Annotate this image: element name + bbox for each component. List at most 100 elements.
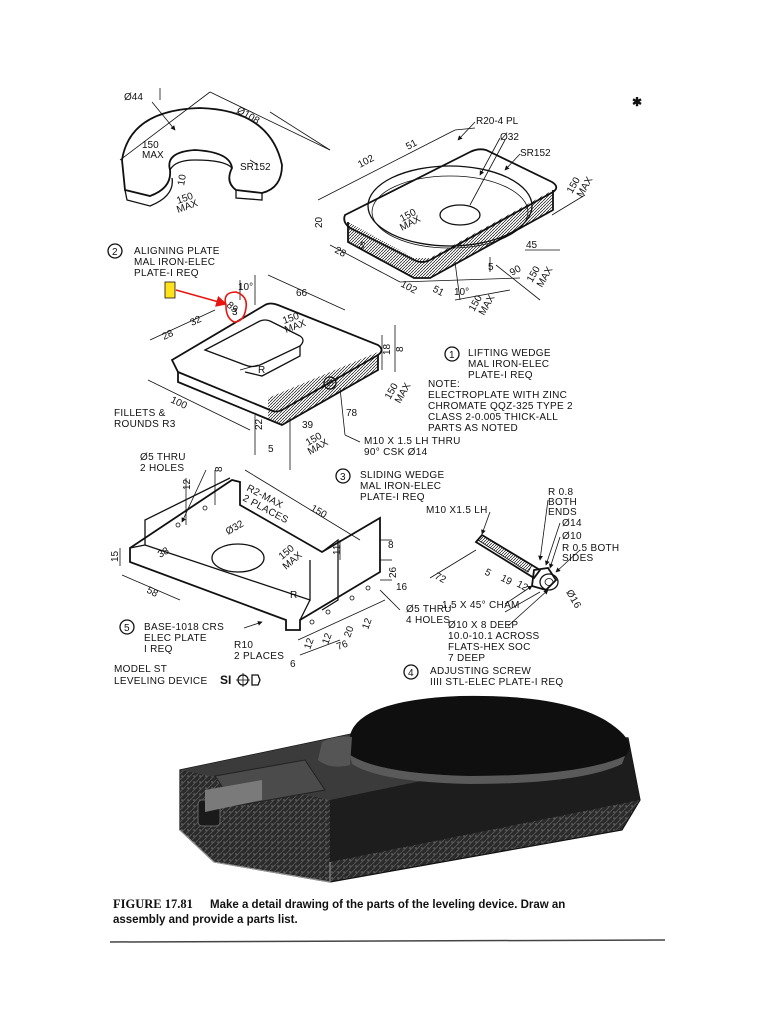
dim-r20: R20-4 PL: [476, 116, 519, 127]
part-2-line-2: MAL IRON-ELEC: [134, 257, 215, 268]
dim-d8b: 8: [214, 466, 225, 472]
dim-d19: 19: [499, 573, 514, 588]
part-5-number: 5: [124, 623, 130, 634]
m10-line-2: 90° CSK Ø14: [364, 447, 428, 458]
r10-line-2: 2 PLACES: [234, 651, 284, 662]
dim-d8c: 8: [388, 540, 394, 551]
dim-d72: 72: [433, 571, 448, 586]
dim-d5: 5: [357, 240, 367, 253]
dim-d150: 150: [309, 503, 329, 521]
red-arrow: [175, 289, 228, 307]
model-symbol: SI: [220, 673, 231, 687]
note-line-3: CLASS 2-0.005 THICK-ALL: [428, 412, 558, 423]
r08-line-3: ENDS: [548, 507, 577, 518]
dim-d66: 66: [296, 288, 308, 299]
r05-line-2: SIDES: [562, 553, 594, 564]
part-3-callout: 3 SLIDING WEDGE MAL IRON-ELEC PLATE-I RE…: [335, 468, 444, 503]
dim-d39: 39: [302, 420, 314, 431]
dim-d14: Ø14: [562, 518, 582, 529]
aligning-plate-drawing: [119, 88, 331, 207]
figure-label: FIGURE 17.81: [113, 897, 193, 911]
r08-line-2: BOTH: [548, 497, 577, 508]
part-1-callout: 1 LIFTING WEDGE MAL IRON-ELEC PLATE-I RE…: [444, 346, 551, 381]
socket-line-1: Ø10 X 8 DEEP: [448, 620, 518, 631]
holes2-line-1: Ø5 THRU: [140, 452, 186, 463]
part-2-line-3: PLATE-I REQ: [134, 268, 199, 279]
note-block: NOTE: ELECTROPLATE WITH ZINC CHROMATE QQ…: [428, 379, 573, 434]
caption-line-2: assembly and provide a parts list.: [113, 914, 298, 926]
dim-max-a: MAX: [142, 150, 164, 161]
dim-d28b: 28: [161, 328, 176, 343]
dim-d6: 6: [290, 659, 296, 670]
dim-d12: 12: [182, 478, 193, 490]
holes2-line-2: 2 HOLES: [140, 463, 184, 474]
chamfer-label: 1.5 X 45° CHAM: [442, 600, 520, 611]
part-1-number: 1: [449, 350, 455, 361]
dim-sr152: SR152: [240, 162, 271, 173]
dim-deg10: 10°: [454, 287, 469, 298]
model-line-2: LEVELING DEVICE: [114, 676, 207, 687]
dim-d16b: Ø16: [563, 588, 582, 611]
sliding-wedge-drawing: [147, 274, 396, 470]
dim-d5c: 5: [483, 567, 493, 580]
model-label: MODEL ST LEVELING DEVICE SI: [114, 664, 261, 687]
dim-d12d: 12: [515, 579, 530, 594]
part-3-number: 3: [340, 472, 346, 483]
note-line-2: CHROMATE QQZ-325 TYPE 2: [428, 401, 573, 412]
model-line-1: MODEL ST: [114, 664, 167, 675]
caption-line-1: Make a detail drawing of the parts of th…: [210, 899, 565, 911]
dim-d10b: Ø10: [562, 531, 582, 542]
dim-d15: 15: [110, 550, 121, 562]
dim-sr152-b: SR152: [520, 148, 551, 159]
fillets-line-1: FILLETS &: [114, 408, 166, 419]
dim-deg10-b: 10°: [238, 282, 253, 293]
dim-d16: 16: [396, 582, 408, 593]
part-4-number: 4: [408, 668, 414, 679]
red-annotation: [164, 281, 248, 323]
holes4-line-1: Ø5 THRU: [406, 604, 452, 615]
dim-d11: 11: [332, 544, 343, 555]
part-3-line-3: PLATE-I REQ: [360, 492, 425, 503]
part-1-line-2: MAL IRON-ELEC: [468, 359, 549, 370]
yellow-marker: [164, 281, 176, 299]
dim-d12c: 12: [320, 631, 334, 646]
part-2-line-1: ALIGNING PLATE: [134, 246, 220, 257]
part-3-line-1: SLIDING WEDGE: [360, 470, 444, 481]
part-3-line-2: MAL IRON-ELEC: [360, 481, 441, 492]
part-5-line-2: ELEC PLATE: [144, 633, 207, 644]
red-circle: [224, 291, 248, 323]
dim-d58: 58: [145, 585, 160, 600]
r08-line-1: R 0.8: [548, 487, 574, 498]
assembly-photo: [179, 695, 641, 883]
screw-thread-label: M10 X1.5 LH: [426, 505, 488, 516]
dim-d5-b: 5: [488, 262, 494, 273]
dim-d20b: 20: [342, 624, 356, 639]
dim-d76: 76: [335, 639, 350, 653]
base-drawing: [119, 469, 401, 656]
note-heading: NOTE:: [428, 379, 460, 390]
dim-d5b: 5: [268, 444, 274, 455]
dim-r: R: [258, 365, 265, 376]
part-5-line-3: I REQ: [144, 644, 173, 655]
dim-d90: 90: [508, 263, 524, 278]
m10-line-1: M10 X 1.5 LH THRU: [364, 436, 461, 447]
dim-d26: 26: [388, 566, 399, 578]
part-2-callout: 2 ALIGNING PLATE MAL IRON-ELEC PLATE-I R…: [107, 243, 220, 279]
dim-d32: Ø32: [500, 132, 519, 143]
part-5-line-1: BASE-1018 CRS: [144, 622, 224, 633]
dim-d10: 10: [176, 173, 189, 186]
part-4-callout: 4 ADJUSTING SCREW IIII STL-ELEC PLATE-I …: [403, 664, 563, 688]
dim-d51-b: 51: [431, 284, 446, 299]
fillets-line-2: ROUNDS R3: [114, 419, 176, 430]
socket-line-3: FLATS-HEX SOC: [448, 642, 531, 653]
part-4-line-1: ADJUSTING SCREW: [430, 666, 531, 677]
dim-d18: 18: [382, 343, 393, 355]
part-5-callout: 5 BASE-1018 CRS ELEC PLATE I REQ: [119, 619, 224, 655]
adjusting-screw-drawing: [429, 499, 581, 627]
dim-d38: 38: [156, 545, 172, 560]
dim-d100: 100: [169, 395, 189, 412]
part-2-number: 2: [112, 247, 118, 258]
note-line-4: PARTS AS NOTED: [428, 423, 518, 434]
dim-d12e: 12: [360, 616, 374, 631]
